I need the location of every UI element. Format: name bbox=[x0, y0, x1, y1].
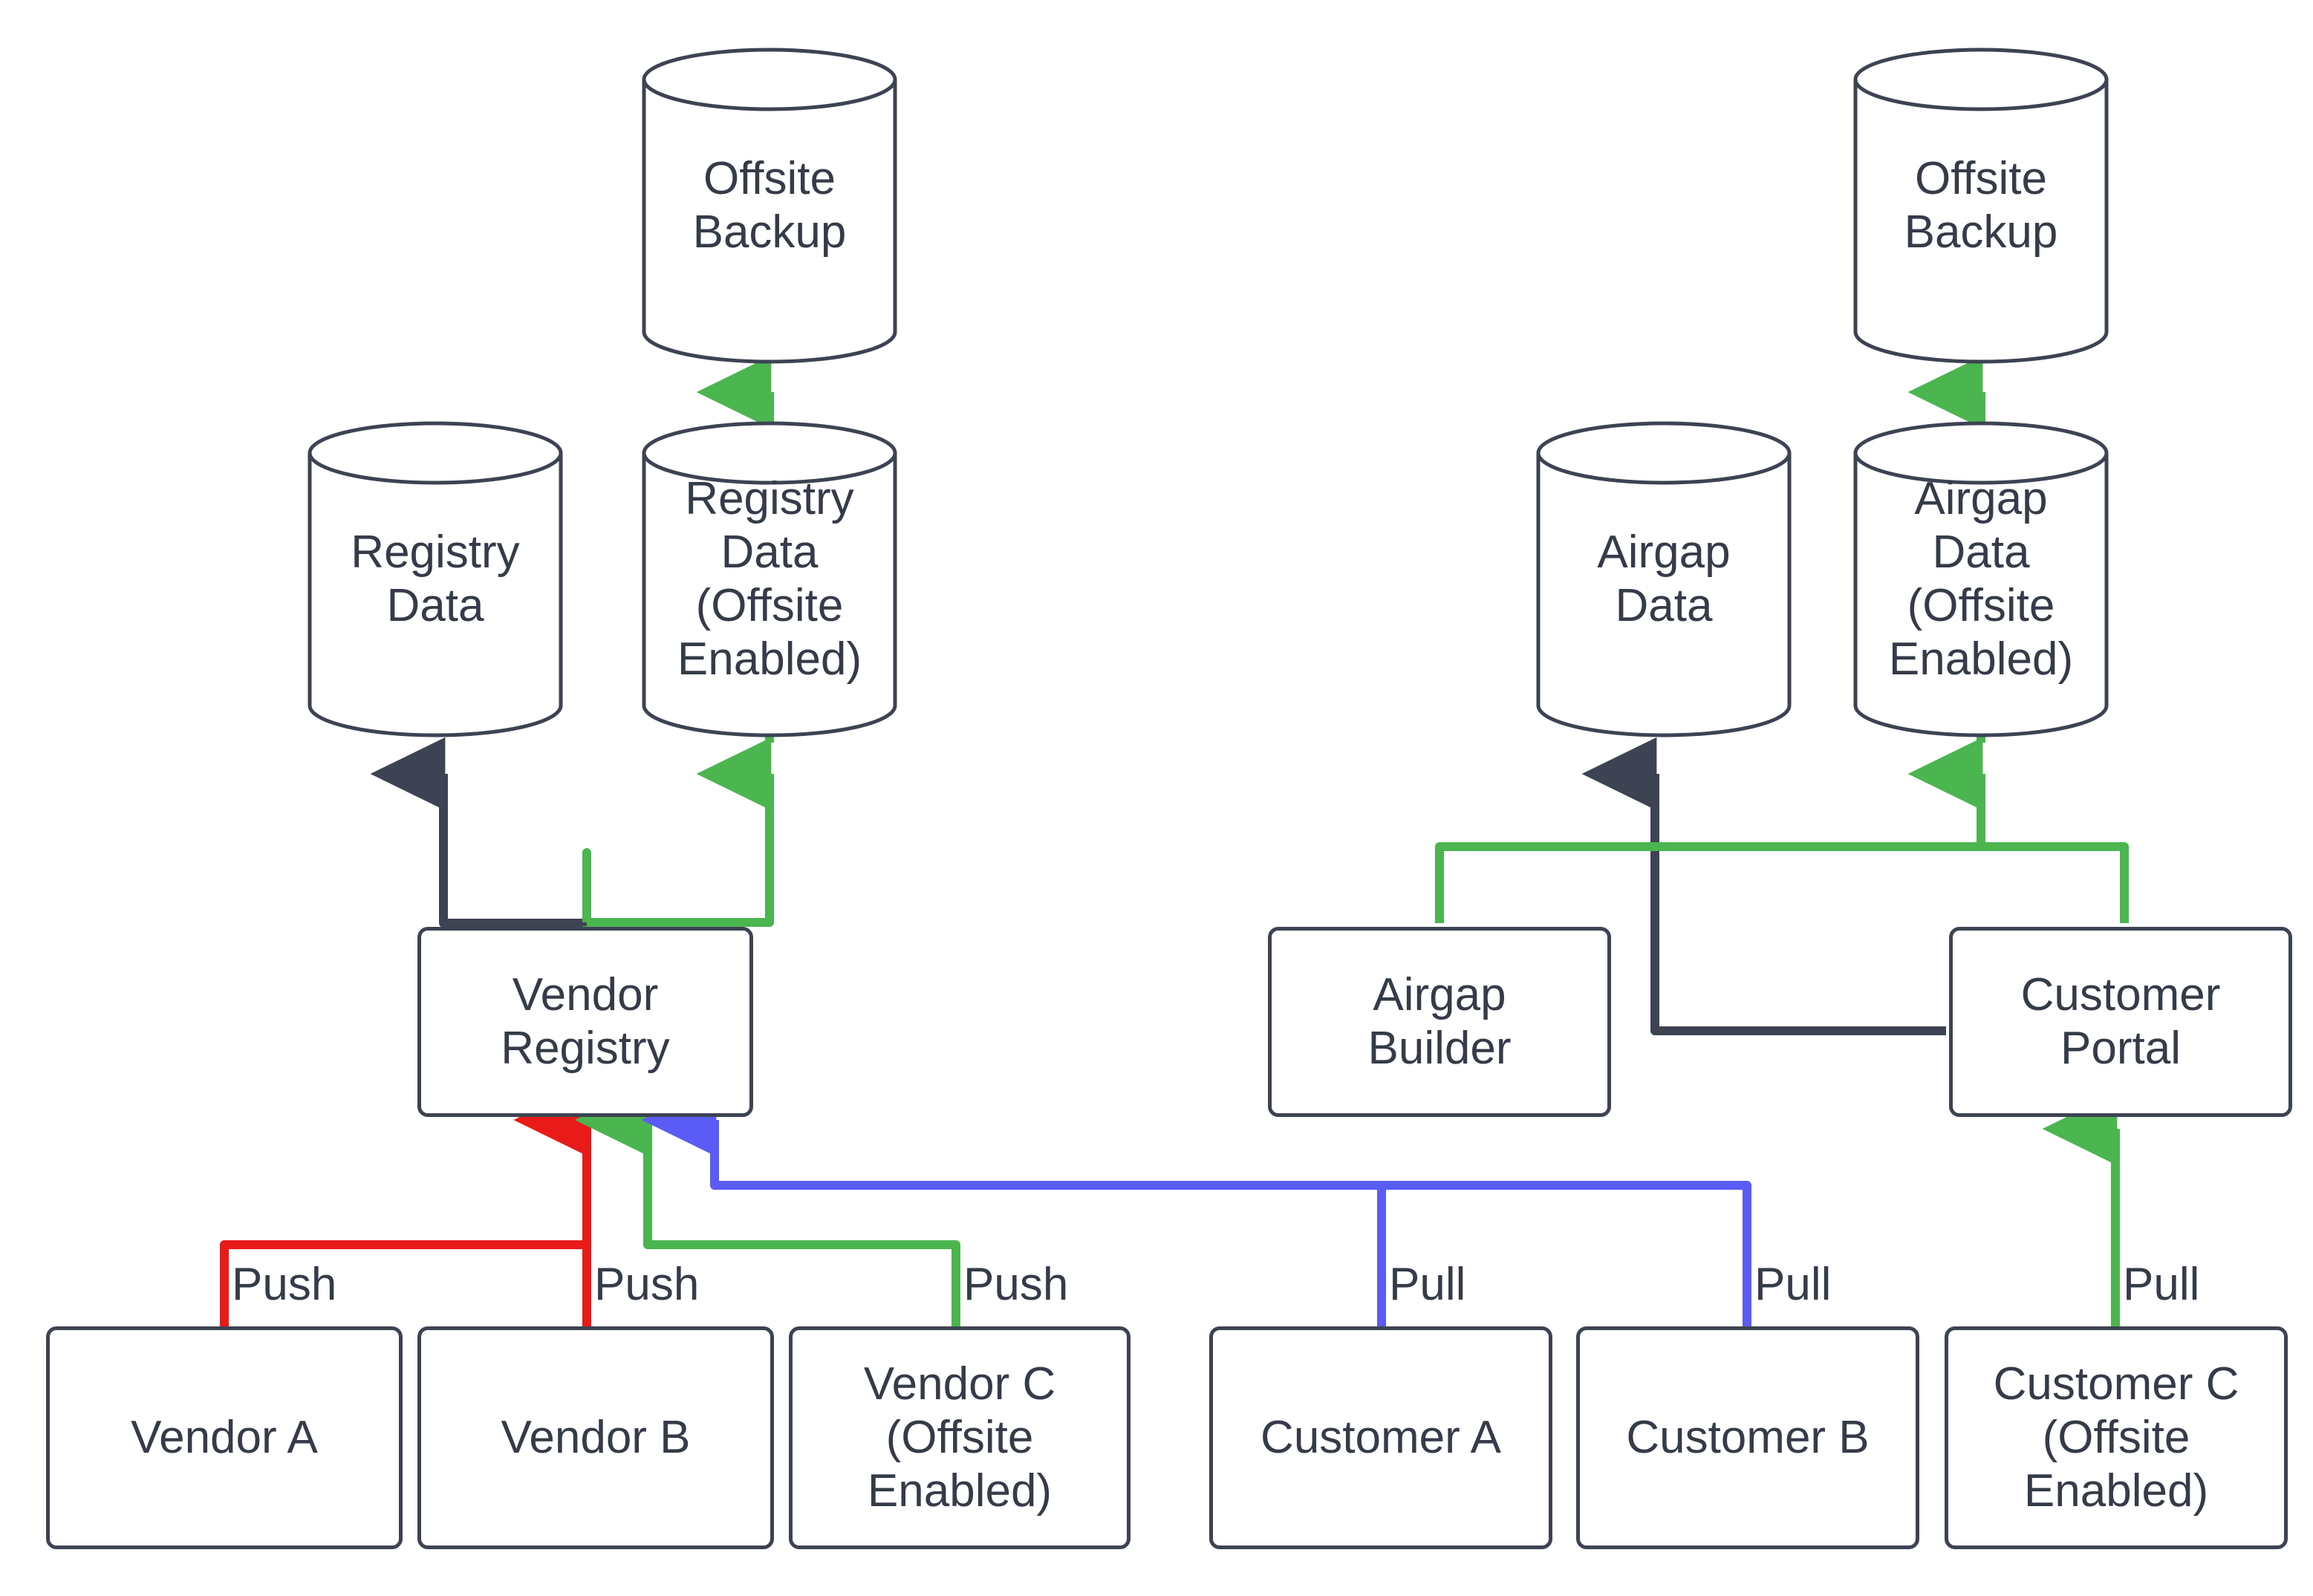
node-label: Vendor A bbox=[131, 1411, 318, 1465]
label-line: Data bbox=[720, 527, 819, 579]
edge-vendor-c-push bbox=[574, 1083, 960, 1329]
label-line: Customer bbox=[2020, 969, 2221, 1021]
node-label: Customer C (Offsite Enabled) bbox=[1994, 1358, 2239, 1518]
label-line: (Offsite bbox=[1907, 580, 2055, 631]
label-line: Vendor C bbox=[863, 1358, 1056, 1410]
label-line: Customer B bbox=[1626, 1412, 1870, 1464]
label-line: Portal bbox=[2060, 1023, 2181, 1074]
edge-airgap-builder-to-airgap-offsite bbox=[1435, 737, 1985, 923]
node-label: Airgap Builder bbox=[1368, 968, 1512, 1075]
label-line: Airgap bbox=[1373, 969, 1506, 1021]
edge-vendor-registry-to-registry-offsite bbox=[582, 774, 770, 927]
node-label: Customer B bbox=[1626, 1411, 1869, 1465]
node-label: Registry Data (Offsite Enabled) bbox=[640, 472, 899, 686]
edge-customer-portal-to-airgap-data bbox=[1581, 737, 1946, 1035]
label-line: Enabled) bbox=[867, 1465, 1053, 1517]
label-line: Offsite bbox=[1914, 153, 2048, 205]
node-registry-data-offsite[interactable]: Registry Data (Offsite Enabled) bbox=[640, 420, 899, 739]
node-offsite-backup-left[interactable]: Offsite Backup bbox=[640, 46, 899, 365]
node-airgap-data-offsite[interactable]: Airgap Data (Offsite Enabled) bbox=[1852, 420, 2110, 739]
node-registry-data[interactable]: Registry Data bbox=[306, 420, 565, 739]
node-airgap-builder[interactable]: Airgap Builder bbox=[1268, 927, 1611, 1117]
label-line: Airgap bbox=[1597, 527, 1731, 579]
label-line: Vendor B bbox=[501, 1412, 691, 1464]
label-line: Registry bbox=[685, 473, 854, 525]
label-line: Registry bbox=[351, 527, 520, 579]
node-airgap-data[interactable]: Airgap Data bbox=[1535, 420, 1793, 739]
edge-label-customer-b-pull: Pull bbox=[1754, 1259, 1832, 1310]
node-label: Vendor B bbox=[501, 1411, 690, 1465]
node-vendor-registry[interactable]: Vendor Registry bbox=[417, 927, 753, 1117]
node-label: Vendor Registry bbox=[501, 968, 669, 1075]
node-label: Airgap Data bbox=[1535, 526, 1793, 633]
label-line: Customer C bbox=[1993, 1358, 2239, 1410]
edge-customer-b-pull bbox=[715, 1181, 1751, 1329]
node-customer-a[interactable]: Customer A bbox=[1209, 1326, 1552, 1549]
label-line: Data bbox=[386, 580, 484, 631]
label-line: Offsite bbox=[703, 153, 836, 205]
edge-label-vendor-c-push: Push bbox=[963, 1259, 1069, 1310]
label-line: Enabled) bbox=[1888, 633, 2074, 685]
cylinder-shape bbox=[1853, 48, 2109, 364]
label-line: Enabled) bbox=[2023, 1465, 2209, 1517]
label-line: Builder bbox=[1367, 1023, 1512, 1074]
node-customer-portal[interactable]: Customer Portal bbox=[1949, 927, 2292, 1117]
node-label: Offsite Backup bbox=[1852, 152, 2110, 259]
cylinder-shape bbox=[642, 421, 897, 737]
node-label: Vendor C (Offsite Enabled) bbox=[864, 1358, 1056, 1518]
cylinder-shape bbox=[642, 48, 897, 364]
label-line: Airgap bbox=[1914, 473, 2048, 525]
label-line: Registry bbox=[501, 1023, 670, 1074]
cylinder-shape bbox=[1536, 421, 1792, 737]
node-label: Offsite Backup bbox=[640, 152, 899, 259]
label-line: (Offsite bbox=[885, 1412, 1034, 1464]
node-customer-c[interactable]: Customer C (Offsite Enabled) bbox=[1945, 1326, 2288, 1549]
label-line: Data bbox=[1932, 527, 2030, 579]
edge-customer-portal-to-airgap-offsite bbox=[1981, 842, 2129, 923]
node-label: Customer Portal bbox=[2021, 968, 2221, 1075]
label-line: Customer A bbox=[1260, 1412, 1501, 1464]
label-line: (Offsite bbox=[695, 580, 844, 631]
node-customer-b[interactable]: Customer B bbox=[1576, 1326, 1919, 1549]
label-line: Enabled) bbox=[677, 633, 862, 685]
label-line: Backup bbox=[692, 206, 847, 258]
node-vendor-a[interactable]: Vendor A bbox=[46, 1326, 403, 1549]
label-line: Data bbox=[1615, 580, 1713, 631]
node-vendor-c[interactable]: Vendor C (Offsite Enabled) bbox=[789, 1326, 1131, 1549]
edge-label-customer-a-pull: Pull bbox=[1389, 1259, 1466, 1310]
label-line: Backup bbox=[1904, 206, 2058, 258]
label-line: Vendor A bbox=[131, 1412, 318, 1464]
label-line: Vendor bbox=[512, 969, 659, 1021]
label-line: (Offsite bbox=[2042, 1412, 2190, 1464]
edge-label-vendor-b-push: Push bbox=[594, 1259, 700, 1310]
node-vendor-b[interactable]: Vendor B bbox=[417, 1326, 774, 1549]
cylinder-shape bbox=[1853, 421, 2109, 737]
node-label: Airgap Data (Offsite Enabled) bbox=[1852, 472, 2110, 686]
node-label: Registry Data bbox=[306, 526, 565, 633]
node-label: Customer A bbox=[1260, 1411, 1501, 1465]
cylinder-shape bbox=[308, 421, 563, 737]
edge-vendor-registry-to-registry-data bbox=[370, 737, 587, 928]
node-offsite-backup-right[interactable]: Offsite Backup bbox=[1852, 46, 2110, 365]
edge-label-vendor-a-push: Push bbox=[232, 1259, 337, 1310]
edge-label-customer-c-pull: Pull bbox=[2123, 1259, 2200, 1310]
